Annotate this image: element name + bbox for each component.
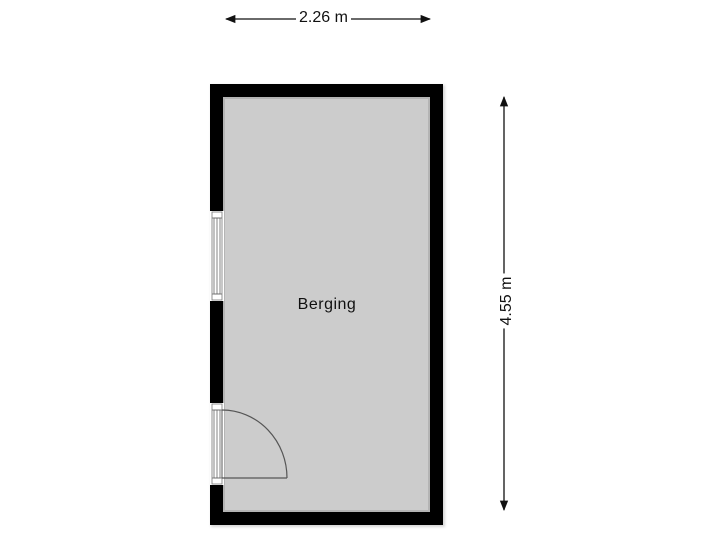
width-dimension-label: 2.26 m [296,9,351,27]
room-floor [224,98,429,511]
height-dimension-label: 4.55 m [498,273,516,329]
room-label: Berging [297,296,357,313]
door [210,403,288,485]
door-swing-arc [221,409,288,479]
window [210,211,224,301]
